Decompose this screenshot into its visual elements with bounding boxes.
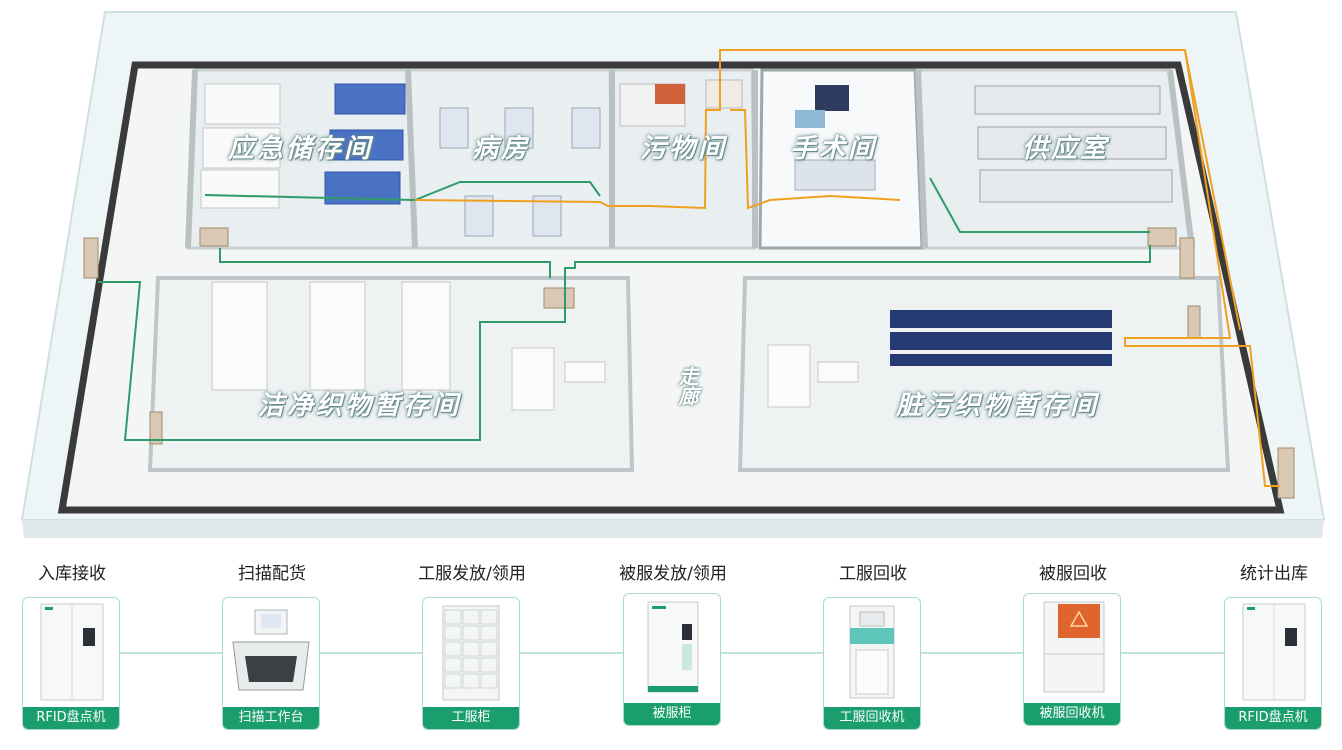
device-card[interactable]: 工服柜 — [422, 597, 520, 730]
room-label-ward: 病房 — [472, 134, 531, 164]
rfid-inventory-cabinet-icon — [1242, 603, 1306, 701]
room-label-supply-room: 供应室 — [1022, 134, 1110, 164]
rfid-inventory-cabinet-icon — [40, 603, 104, 701]
device-label: 工服回收机 — [824, 707, 920, 729]
device-label: RFID盘点机 — [1225, 707, 1321, 729]
emergency-cabinets — [200, 83, 406, 209]
doors — [83, 227, 1295, 499]
device-card[interactable]: 扫描工作台 — [222, 597, 320, 730]
device-card[interactable]: 被服回收机 — [1023, 593, 1121, 726]
uniform-recycler-icon — [849, 605, 895, 699]
dirty-linen-carts — [890, 310, 1112, 366]
slab-edge — [22, 520, 1324, 538]
linen-dispenser-icon — [647, 601, 699, 693]
dirty-route-line — [414, 49, 1280, 487]
step-title: 工服发放/领用 — [418, 564, 526, 584]
dirty-room-devices — [619, 79, 743, 127]
device-card[interactable]: 被服柜 — [623, 593, 721, 726]
uniform-locker-icon — [442, 605, 500, 701]
clean-route-line — [98, 245, 1151, 441]
room-label-clean-linen-storage: 洁净织物暂存间 — [258, 391, 462, 421]
room-label-corridor: 走廊 — [672, 366, 702, 413]
room-label-dirty-linen-storage: 脏污织物暂存间 — [896, 391, 1100, 421]
step-title: 统计出库 — [1240, 564, 1308, 584]
device-label: 被服回收机 — [1024, 703, 1120, 725]
ward-beds — [439, 107, 601, 237]
step-title: 入库接收 — [38, 564, 106, 584]
operating-room-equipment — [794, 85, 876, 191]
corridor-text: 走廊 — [675, 366, 699, 406]
device-card[interactable]: 工服回收机 — [823, 597, 921, 730]
supply-shelves — [974, 85, 1173, 203]
room-label-emergency-storage: 应急储存间 — [228, 134, 374, 164]
step-title: 被服发放/领用 — [619, 564, 727, 584]
device-label: RFID盘点机 — [23, 707, 119, 729]
linen-recycler-icon — [1043, 601, 1105, 693]
floor-plan-drawing — [20, 11, 1326, 538]
step-title: 被服回收 — [1039, 564, 1107, 584]
room-label-operating-room: 手术间 — [790, 134, 878, 164]
floor-plan: 应急储存间 病房 污物间 手术间 供应室 洁净织物暂存间 脏污织物暂存间 走廊 — [20, 11, 1326, 538]
device-label: 被服柜 — [624, 703, 720, 725]
scan-workbench-icon — [232, 609, 310, 691]
room-walls — [185, 69, 1195, 249]
step-title: 工服回收 — [839, 564, 907, 584]
step-title: 扫描配货 — [238, 564, 306, 584]
device-card[interactable]: RFID盘点机 — [1224, 597, 1322, 730]
dirty-room-devices-2 — [767, 344, 859, 408]
device-card[interactable]: RFID盘点机 — [22, 597, 120, 730]
process-flow: 入库接收 RFID盘点机 扫描配货 扫描工作台 工服发放/领用 — [0, 545, 1342, 750]
clean-linen-cabinets — [211, 281, 606, 411]
device-label: 扫描工作台 — [223, 707, 319, 729]
room-label-dirty-room: 污物间 — [640, 134, 728, 164]
device-label: 工服柜 — [423, 707, 519, 729]
